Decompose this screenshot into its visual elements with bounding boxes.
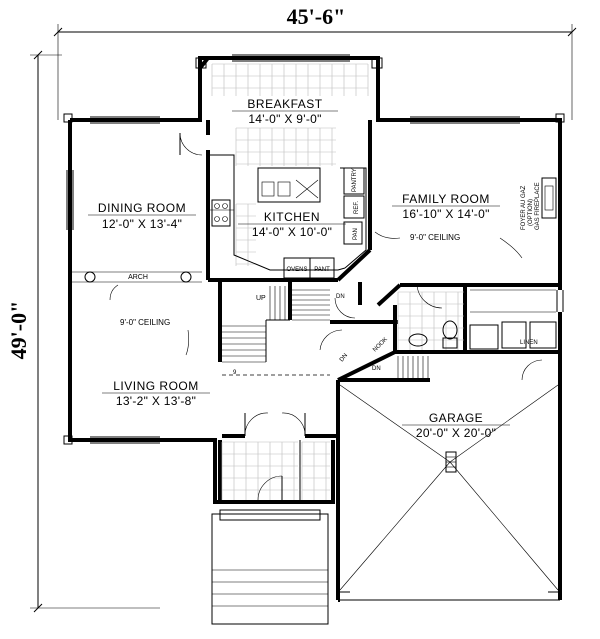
ovens-label: OVENS: [286, 267, 307, 273]
entry-steps: [211, 509, 329, 625]
family-name: FAMILY ROOM: [402, 192, 490, 206]
fireplace-label-2: (OPTION): [528, 199, 534, 226]
interior-walls: [206, 120, 560, 500]
cooktop-icon: [211, 199, 231, 227]
family-size: 16'-10" X 14'-0": [402, 207, 489, 221]
kitchen-counters: [210, 154, 367, 279]
dn-label-3: DN: [372, 366, 381, 372]
step-count-label: 9: [233, 370, 237, 376]
laundry-sink: [469, 324, 499, 350]
breakfast-name: BREAKFAST: [247, 97, 322, 111]
garage-features: [339, 384, 559, 591]
living-size: 13'-2" X 13'-8": [116, 394, 196, 408]
doors: [179, 132, 543, 501]
linen-label: LINEN: [520, 340, 538, 346]
sink-icon: [261, 181, 275, 197]
kitchen-island: [257, 167, 321, 203]
fireplace-label-3: GAS FIREPLACE: [535, 182, 541, 230]
washer: [501, 321, 527, 349]
garage-side-door: [521, 359, 543, 381]
powder-room: [408, 289, 557, 350]
living-ceiling-label: 9'-0" CEILING: [120, 318, 170, 327]
powder-room-door: [416, 284, 443, 309]
garage-size: 20'-0" X 20'-0": [416, 426, 496, 440]
basement-door: [334, 297, 356, 319]
ref-label: REF.: [354, 201, 360, 214]
kitchen-tiles: [211, 63, 464, 500]
arch-label: ARCH: [128, 274, 148, 281]
exterior-walls: [68, 56, 562, 602]
overall-width-label: 45'-6": [287, 4, 346, 29]
closet-door: [319, 329, 343, 351]
refrigerator: [343, 195, 365, 219]
dining-name: DINING ROOM: [98, 201, 186, 215]
toilet-icon: [442, 320, 458, 340]
overall-dimensions: 45'-6" 49'-0": [6, 4, 577, 613]
up-label: UP: [256, 295, 266, 302]
arch: [72, 271, 202, 283]
wall-outlines: [63, 57, 565, 445]
family-ceiling-label: 9'-0" CEILING: [410, 233, 460, 242]
front-door-left: [244, 412, 269, 437]
dining-door-swing: [179, 132, 203, 156]
fireplace: [541, 177, 557, 219]
garage-name: GARAGE: [429, 411, 483, 425]
ceiling-markers: [109, 231, 523, 376]
dn-label-2: DN: [339, 353, 349, 363]
pant-label: PANT: [314, 267, 330, 273]
stairs: [222, 286, 429, 380]
fireplace-label-1: FOYER AU GAZ: [521, 185, 527, 230]
fireplace-icon: [541, 177, 557, 219]
living-name: LIVING ROOM: [113, 379, 199, 393]
dn-label-1: DN: [336, 294, 345, 300]
dining-size: 12'-0" X 13'-4": [102, 217, 182, 231]
kitchen-name: KITCHEN: [264, 210, 320, 224]
breakfast-size: 14'-0" X 9'-0": [248, 112, 321, 126]
pan-label: PAN: [353, 228, 359, 240]
windows: [66, 54, 564, 444]
vestibule-door: [257, 475, 283, 501]
nook-label: NOOK: [372, 337, 389, 354]
kitchen-size: 14'-0" X 10'-0": [252, 225, 332, 239]
pan-cabinet: [343, 221, 363, 245]
vanity-sink-icon: [408, 333, 428, 347]
front-door-right: [281, 412, 306, 437]
dryer: [529, 321, 557, 349]
pantry-small-cabinet: [309, 257, 335, 279]
pantry-label: PANTRY: [352, 168, 358, 192]
room-labels: BREAKFAST 14'-0" X 9'-0" DINING ROOM 12'…: [88, 97, 510, 440]
overall-depth-label: 49'-0": [6, 301, 31, 360]
pantry-cabinet: [343, 167, 365, 195]
